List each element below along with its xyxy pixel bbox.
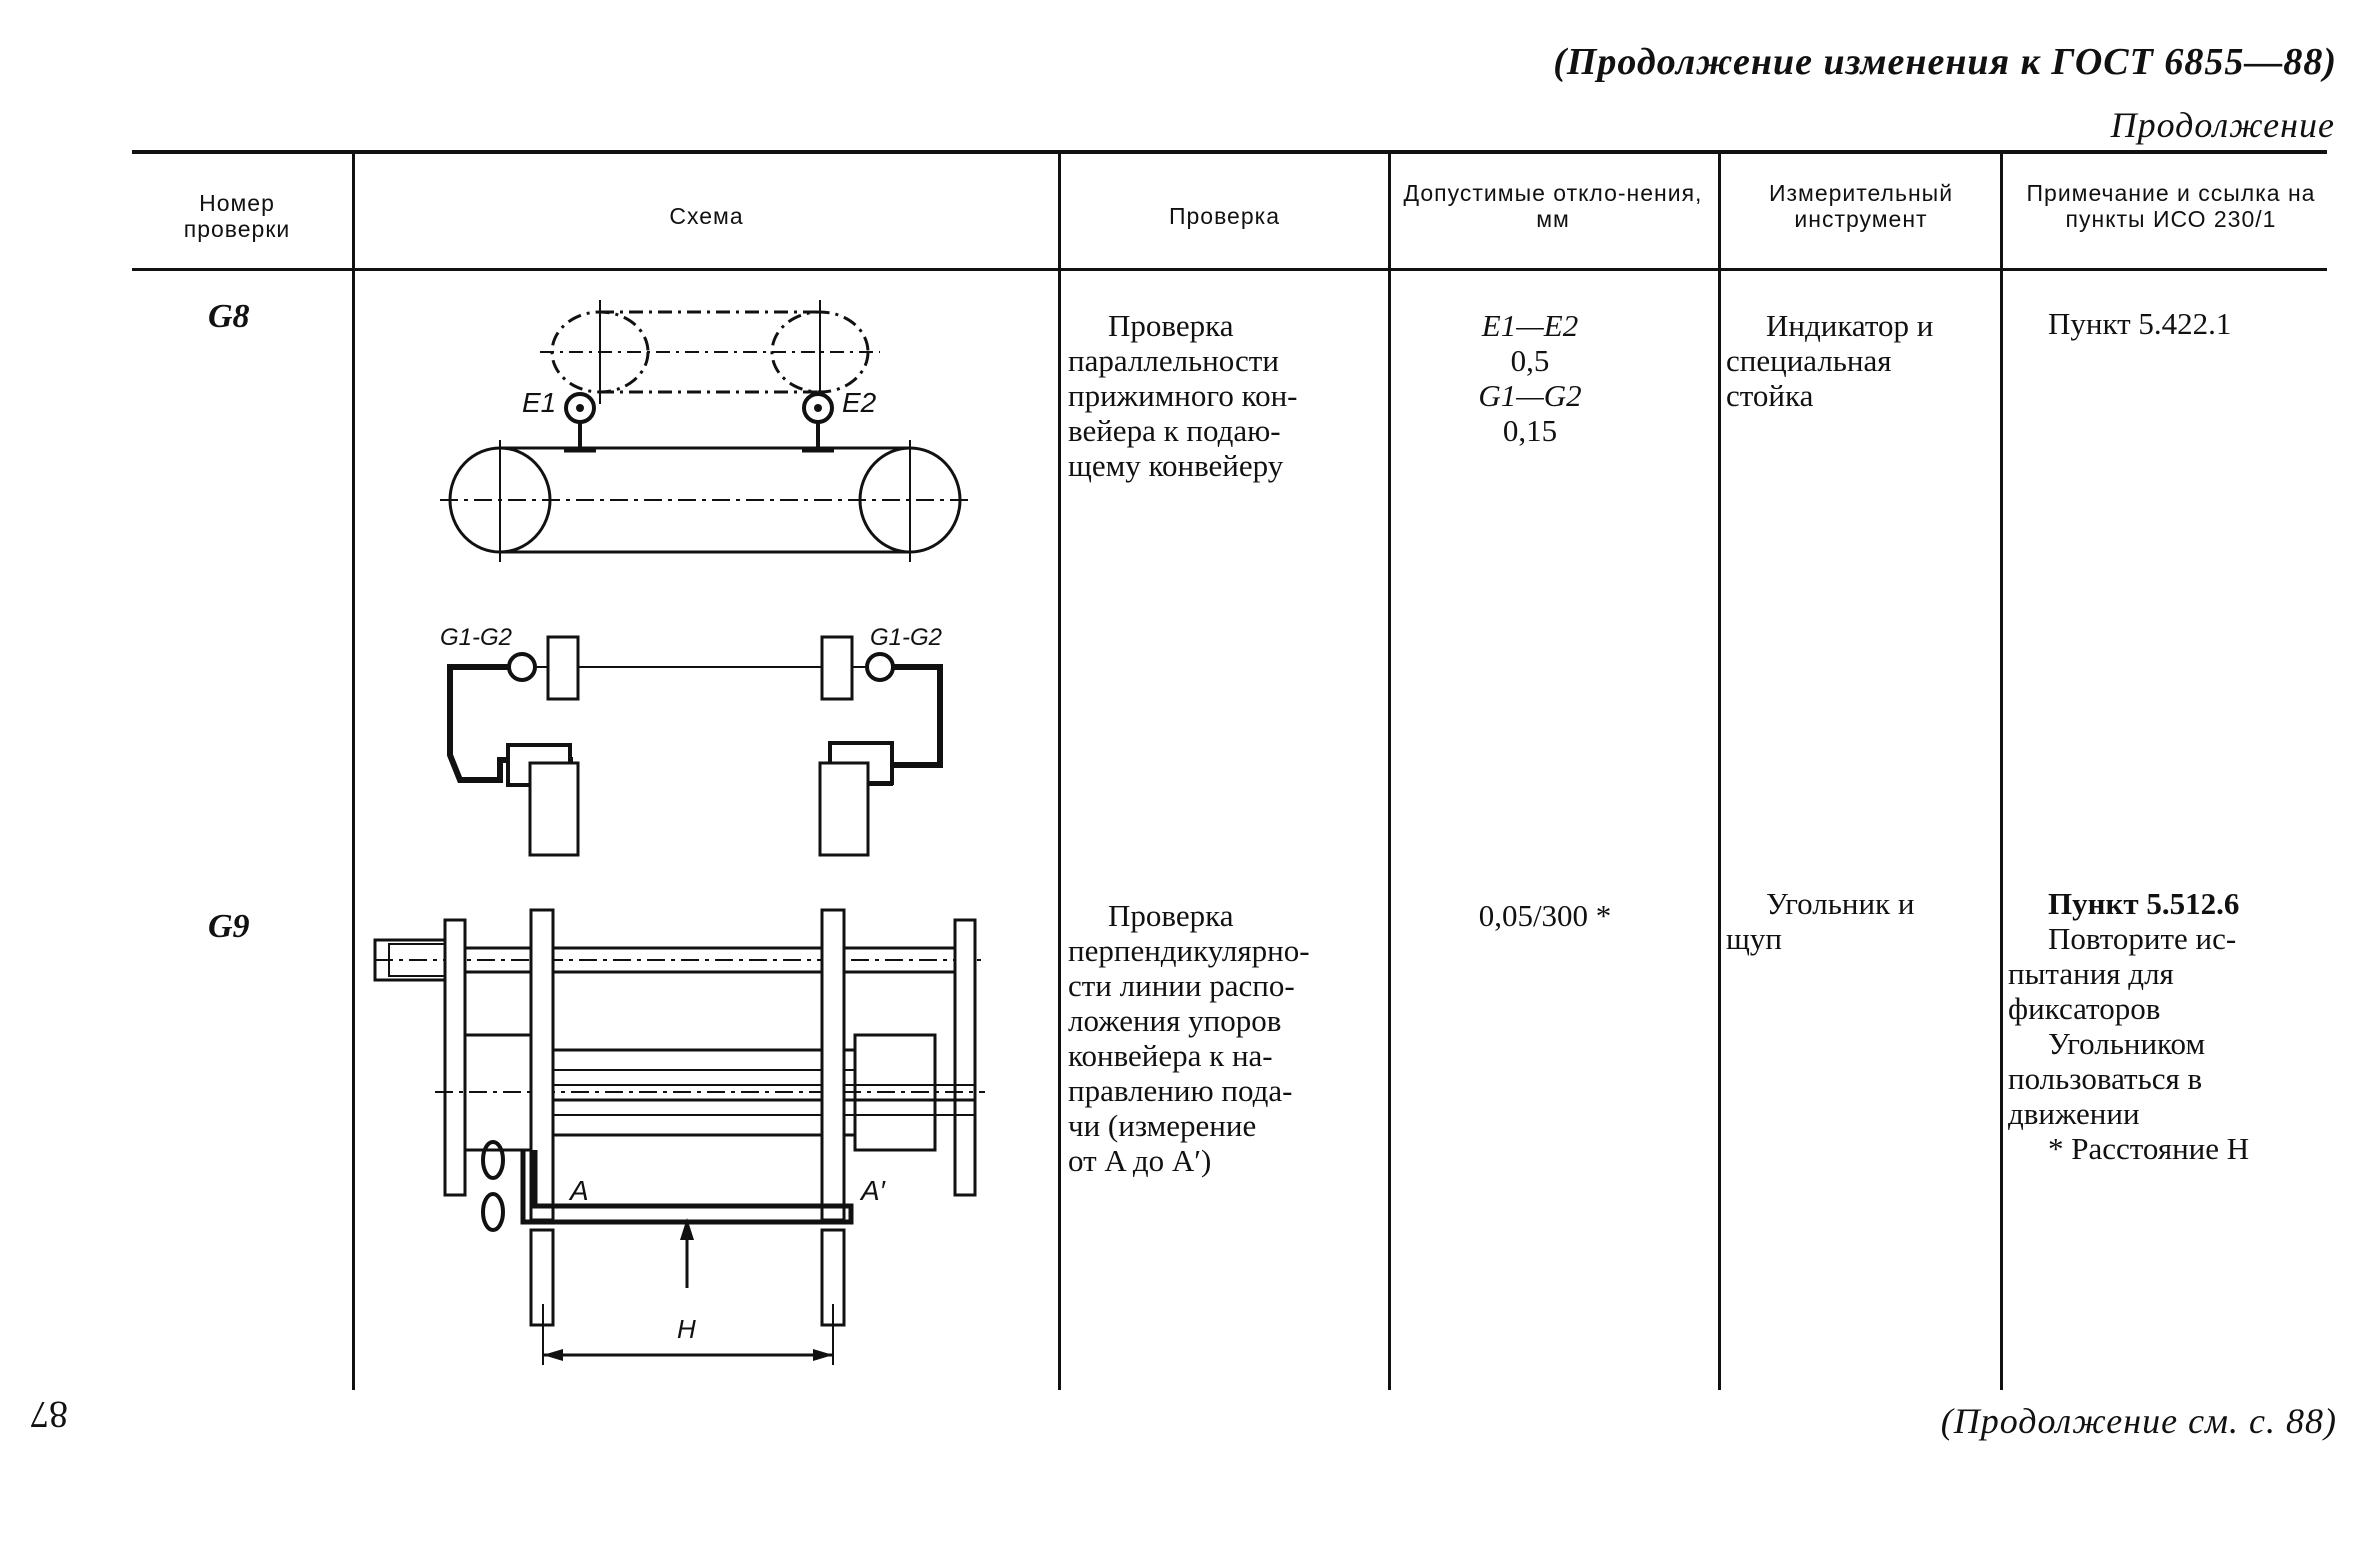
row-number-g8: G8 bbox=[208, 298, 250, 335]
page-number: 87 bbox=[30, 1393, 68, 1435]
column-divider-4 bbox=[1718, 154, 1721, 1390]
instrument-g9: Угольник и щуп bbox=[1726, 886, 1915, 956]
label-h: H bbox=[677, 1314, 696, 1344]
column-divider-5 bbox=[2000, 154, 2003, 1390]
note-g8: Пункт 5.422.1 bbox=[2048, 306, 2232, 341]
header-note: Примечание и ссылка на пункты ИСО 230/1 bbox=[2026, 180, 2316, 232]
scheme-g9-conveyor: A A′ H bbox=[373, 908, 985, 1365]
note-g9: Пункт 5.512.6 Повторите ис- пытания для … bbox=[2008, 886, 2250, 1166]
scheme-g8-conveyors: E1 E2 bbox=[440, 300, 970, 562]
header-number: Номер проверки bbox=[183, 190, 291, 242]
check-text-g9: Проверка перпендикулярно- сти линии расп… bbox=[1068, 898, 1310, 1178]
scheme-g8-stands: G1-G2 G1-G2 bbox=[440, 624, 943, 857]
tolerance-g9: 0,05/300 * bbox=[1478, 898, 1612, 933]
continued-note: (Продолжение см. с. 88) bbox=[1940, 1401, 2337, 1441]
check-text-g8: Проверка параллельности прижимного кон- … bbox=[1068, 308, 1298, 483]
header-scheme: Схема bbox=[669, 203, 744, 229]
column-divider-2 bbox=[1058, 154, 1061, 1390]
label-e1: E1 bbox=[522, 387, 556, 418]
instrument-g8: Индикатор и специальная стойка bbox=[1726, 308, 1934, 413]
label-a-prime: A′ bbox=[859, 1175, 887, 1206]
row-number-g9: G9 bbox=[208, 908, 250, 945]
column-divider-3 bbox=[1388, 154, 1391, 1390]
header-check: Проверка bbox=[1168, 203, 1281, 229]
document-title: (Продолжение изменения к ГОСТ 6855—88) bbox=[1553, 41, 2337, 83]
table-header-rule bbox=[132, 268, 2327, 271]
header-tolerance: Допустимые откло-нения, мм bbox=[1403, 180, 1703, 232]
label-e2: E2 bbox=[842, 387, 877, 418]
label-g1-g2-right: G1-G2 bbox=[870, 624, 942, 651]
continuation-label: Продолжение bbox=[2110, 105, 2335, 145]
label-g1-g2-left: G1-G2 bbox=[440, 624, 512, 651]
label-a: A bbox=[568, 1175, 589, 1206]
table-top-rule bbox=[132, 150, 2327, 154]
column-divider-1 bbox=[352, 154, 355, 1390]
header-instrument: Измерительный инструмент bbox=[1768, 180, 1954, 232]
tolerance-g8: E1—E2 0,5 G1—G2 0,15 bbox=[1478, 308, 1582, 448]
